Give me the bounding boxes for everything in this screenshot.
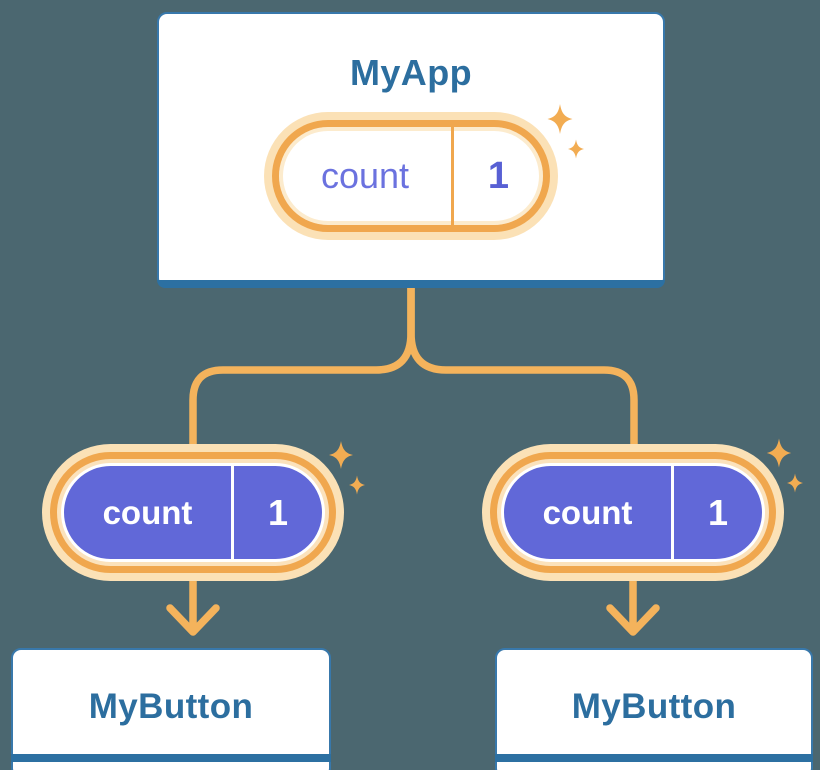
right-state-pill: count 1 bbox=[490, 452, 776, 573]
pill-divider bbox=[671, 466, 674, 559]
pill-divider bbox=[231, 466, 234, 559]
root-state-pill: count 1 bbox=[272, 120, 550, 232]
pill-divider bbox=[451, 127, 454, 225]
sparkle-icon bbox=[329, 441, 365, 495]
branch-left-line bbox=[189, 286, 415, 448]
sparkle-icon bbox=[766, 438, 803, 493]
state-label: count bbox=[542, 493, 633, 531]
state-label: count bbox=[320, 155, 410, 196]
left-component-card: MyButton bbox=[11, 648, 331, 770]
arrow-left-icon bbox=[166, 572, 220, 636]
state-value: 1 bbox=[707, 491, 729, 533]
state-value: 1 bbox=[487, 154, 510, 197]
left-state-pill: count 1 bbox=[50, 452, 336, 573]
left-card-title: MyButton bbox=[88, 687, 254, 726]
right-card-title: MyButton bbox=[571, 687, 737, 726]
sparkle-icon bbox=[547, 104, 584, 159]
root-card-title: MyApp bbox=[350, 52, 472, 93]
branch-right-line bbox=[407, 286, 638, 448]
arrow-right-icon bbox=[606, 572, 660, 636]
state-value: 1 bbox=[267, 491, 289, 533]
state-label: count bbox=[102, 493, 193, 531]
right-component-card: MyButton bbox=[495, 648, 813, 770]
